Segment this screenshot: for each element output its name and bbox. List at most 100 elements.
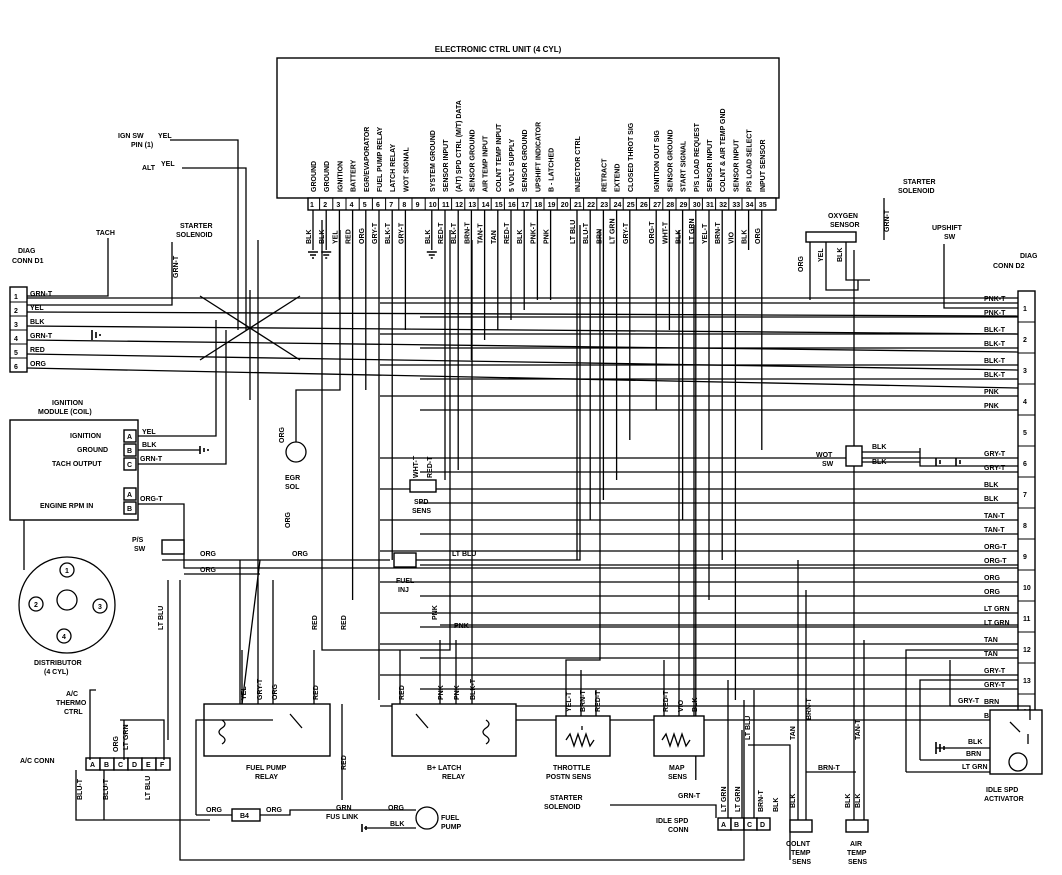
d1-trunk	[26, 339, 1019, 353]
o2-blk: BLK	[837, 248, 844, 262]
latch-relay-label: B+ LATCH	[427, 765, 461, 772]
ecu-unit: ELECTRONIC CTRL UNIT (4 CYL) 1GROUNDBLK2…	[276, 45, 780, 244]
ecu-pin-number: 2	[323, 202, 327, 209]
d1-pin-number: 3	[14, 322, 18, 329]
ecu-pin-number: 6	[376, 202, 380, 209]
fp-org: ORG	[272, 684, 279, 701]
idle-conn-pin	[756, 817, 771, 831]
ecu-pin-number: 23	[600, 202, 608, 209]
d2-pin-number: 7	[1023, 492, 1027, 499]
fuel-inj: FUEL INJ LT BLU	[393, 225, 581, 594]
d2-wire-2: TAN-T	[984, 527, 1005, 534]
egr-wire	[295, 230, 341, 442]
fuel-inj-label: FUEL	[396, 578, 415, 585]
activator-label-2: ACTIVATOR	[984, 796, 1024, 803]
map-wires	[663, 225, 695, 716]
idle-conn-label: IDLE SPD	[656, 818, 688, 825]
wot-switch	[845, 445, 863, 467]
ground-symbol	[426, 251, 437, 259]
ign-row-ignition: IGNITION	[70, 433, 101, 440]
d2-wire: TAN	[984, 637, 998, 644]
latch-relay-wires	[399, 240, 473, 704]
starter-bottom-label: STARTER	[550, 795, 583, 802]
egr-org-2: ORG	[285, 512, 292, 529]
ign-sw-label: IGN SW	[118, 133, 144, 140]
fpump-org-2: ORG	[266, 807, 283, 814]
ecu-pin-function: LATCH RELAY	[390, 143, 397, 192]
ps-org-2: ORG	[200, 567, 217, 574]
ecu-pin-function: P/S LOAD SELECT	[747, 129, 754, 192]
d2-wire-2: BLK-T	[984, 372, 1006, 379]
ign-pin-letter: A	[127, 492, 132, 499]
d1-wire: YEL	[30, 305, 44, 312]
d1-trunk	[26, 311, 1019, 317]
alt-wire-line	[182, 167, 247, 330]
fp-relay-label: FUEL PUMP	[246, 765, 287, 772]
ecu-pin-function: BATTERY	[351, 159, 358, 192]
pnk-2: PNK	[454, 623, 469, 630]
d2-pin-number: 11	[1023, 616, 1031, 623]
latch-relay: RED PNK PNK BLK-T B+ LATCH RELAY	[391, 240, 517, 781]
starter-label: STARTER	[180, 223, 213, 230]
fuel-pump-wires	[195, 719, 416, 829]
ac-ltgrn: LT GRN	[123, 724, 130, 750]
d2-pin-number: 10	[1023, 585, 1031, 592]
d2-pin-number: 9	[1023, 554, 1027, 561]
inj-lt-blu: LT BLU	[452, 551, 476, 558]
map-blk: BLK	[692, 698, 699, 712]
ecu-pin-function: INJECTOR CTRL	[575, 135, 582, 192]
ecu-pin-number: 1	[310, 202, 314, 209]
ecu-pin-function: SENSOR INPUT	[443, 139, 450, 192]
fp-relay-coil	[218, 713, 303, 745]
d1-wire: RED	[30, 347, 45, 354]
d1-pin-number: 1	[14, 294, 18, 301]
latch-relay-box	[391, 703, 517, 757]
ecu-pin-function: INPUT SENSOR	[760, 139, 767, 192]
ac-blu: BLU-T	[77, 778, 84, 800]
ecu-pin-function: SENSOR INPUT	[707, 139, 714, 192]
wot-blk-1: BLK	[872, 444, 886, 451]
d2-pin-number: 3	[1023, 368, 1027, 375]
d2-wire: BLK-T	[984, 327, 1006, 334]
ecu-pin-wire: RED-T	[438, 222, 445, 244]
ac-blu-2: BLU-T	[103, 778, 110, 800]
idle-conn-pin-letter: C	[747, 822, 752, 829]
act-ltgrn: LT GRN	[962, 764, 988, 771]
map-resistor	[661, 731, 691, 749]
ign-module-label-2: MODULE (COIL)	[38, 409, 92, 416]
fuel-pump-relay: YEL GRY-T ORG RED RED FUEL PUMP RELAY	[203, 240, 348, 800]
idle-ltgrn-2: LT GRN	[735, 786, 742, 812]
fp-relay-wires	[241, 240, 343, 800]
ecu-pin-wire: BLK-T	[385, 222, 392, 244]
ac-label-3: CTRL	[64, 709, 83, 716]
lr-pnk: PNK	[438, 685, 445, 700]
fuse-b4-label: B4	[240, 813, 249, 820]
d1-wire: GRN-T	[30, 291, 53, 298]
d2-wire-2: BLK	[984, 496, 998, 503]
ps-label-2: SW	[134, 546, 146, 553]
ac-label-2: THERMO	[56, 700, 87, 707]
distributor-label: DISTRIBUTOR	[34, 660, 82, 667]
ign-pin	[123, 501, 137, 515]
ecu-pin-wire: RED-T	[504, 222, 511, 244]
air-blk: BLK	[845, 794, 852, 808]
idle-conn-pin-letter: A	[721, 822, 726, 829]
ecu-pin-number: 8	[402, 202, 406, 209]
ign-module-label: IGNITION	[52, 400, 83, 407]
d2-pin-number: 12	[1023, 647, 1031, 654]
fp-relay-label-2: RELAY	[255, 774, 278, 781]
map-sens: RED-T VIO BLK MAP SENS	[653, 225, 705, 781]
alt-wire: YEL	[161, 161, 175, 168]
ecu-pin-wire: GRY-T	[398, 222, 405, 244]
ecu-pin-number: 19	[548, 202, 556, 209]
ecu-pin-wire: BLU-T	[583, 222, 590, 244]
dist-terminal	[59, 562, 75, 578]
ecu-pin-function: SENSOR GROUND	[667, 129, 674, 192]
diag-d1-label-2: CONN D1	[12, 258, 44, 265]
starter-bottom-label-2: SOLENOID	[544, 804, 581, 811]
ecu-pin-wire: YEL-T	[702, 223, 709, 244]
ecu-pin-function: WOT SIGNAL	[403, 147, 410, 192]
d1-pin-number: 2	[14, 308, 18, 315]
d2-wire: BRN	[984, 699, 999, 706]
